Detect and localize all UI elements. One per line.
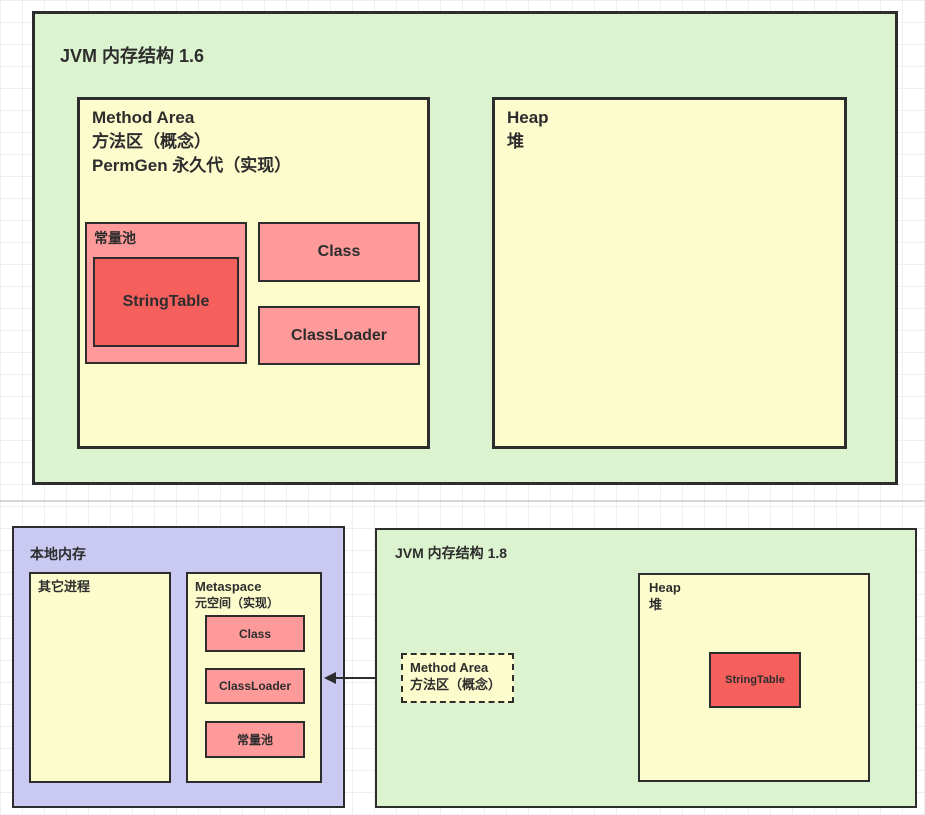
heap16-box: Heap 堆 — [492, 97, 847, 449]
native-memory-title: 本地内存 — [30, 546, 86, 562]
heap18-label-line2: 堆 — [649, 597, 663, 612]
method-area-label-line2: 方法区（概念） — [92, 132, 211, 151]
method-area-to-metaspace-arrow — [334, 677, 401, 679]
heap18-label: Heap 堆 — [640, 575, 868, 617]
jvm18-section: JVM 内存结构 1.8 Method Area 方法区（概念） Heap 堆 … — [375, 528, 917, 808]
metaspace-box: Metaspace 元空间（实现） Class ClassLoader 常量池 — [186, 572, 322, 783]
metaspace-class-box: Class — [205, 615, 305, 652]
method-area-dashed-line1: Method Area — [410, 660, 489, 675]
classloader-box: ClassLoader — [258, 306, 420, 365]
other-process-label: 其它进程 — [38, 579, 91, 594]
method-area-label: Method Area 方法区（概念） PermGen 永久代（实现） — [80, 100, 427, 184]
jvm16-title: JVM 内存结构 1.6 — [60, 46, 205, 66]
method-area-box: Method Area 方法区（概念） PermGen 永久代（实现） 常量池 … — [77, 97, 430, 449]
class-box: Class — [258, 222, 420, 282]
heap18-label-line1: Heap — [649, 580, 681, 595]
method-area-label-line1: Method Area — [92, 108, 195, 127]
heap18-stringtable-box: StringTable — [709, 652, 801, 708]
method-area-dashed-box: Method Area 方法区（概念） — [401, 653, 514, 703]
heap16-label-line2: 堆 — [507, 132, 524, 151]
heap18-box: Heap 堆 StringTable — [638, 573, 870, 782]
arrow-left-icon — [324, 672, 336, 684]
metaspace-label-line2: 元空间（实现） — [195, 596, 280, 610]
stringtable-box: StringTable — [93, 257, 239, 347]
metaspace-label-line1: Metaspace — [195, 579, 262, 594]
heap16-label: Heap 堆 — [495, 100, 844, 160]
metaspace-label: Metaspace 元空间（实现） — [188, 574, 320, 616]
page-divider — [0, 500, 925, 502]
jvm18-title: JVM 内存结构 1.8 — [395, 545, 508, 561]
other-process-box: 其它进程 — [29, 572, 171, 783]
metaspace-constant-pool-box: 常量池 — [205, 721, 305, 758]
metaspace-classloader-box: ClassLoader — [205, 668, 305, 704]
heap16-label-line1: Heap — [507, 108, 549, 127]
jvm16-section: JVM 内存结构 1.6 Method Area 方法区（概念） PermGen… — [32, 11, 898, 485]
method-area-label-line3: PermGen 永久代（实现） — [92, 156, 292, 175]
native-memory-section: 本地内存 其它进程 Metaspace 元空间（实现） Class ClassL… — [12, 526, 345, 808]
constant-pool-box: 常量池 StringTable — [85, 222, 247, 364]
constant-pool-label: 常量池 — [94, 230, 136, 246]
method-area-dashed-label: Method Area 方法区（概念） — [403, 655, 512, 697]
method-area-dashed-line2: 方法区（概念） — [410, 677, 502, 692]
